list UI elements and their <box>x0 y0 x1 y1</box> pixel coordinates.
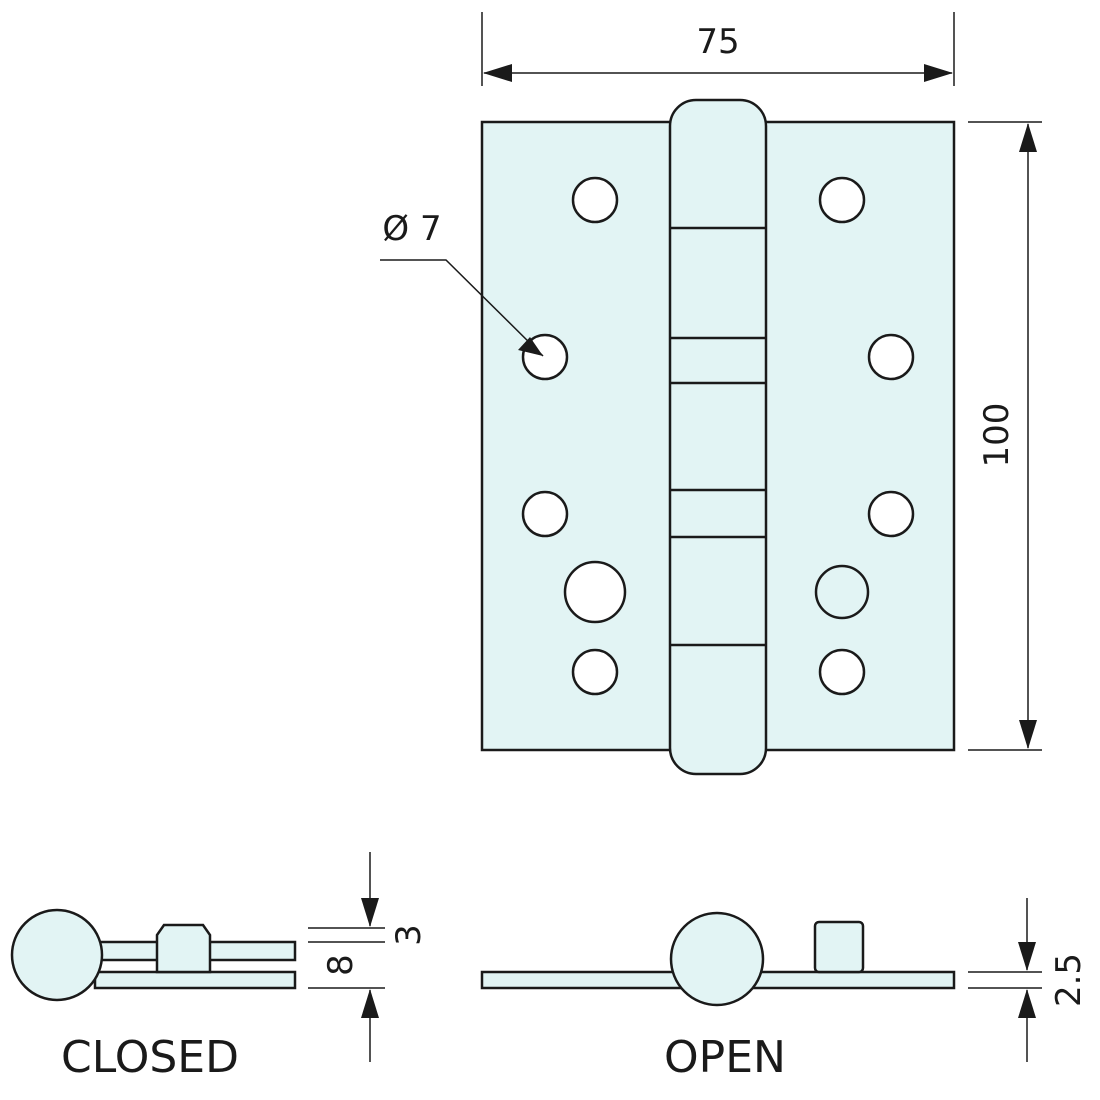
screw-hole <box>521 490 569 538</box>
height-label: 100 <box>977 403 1017 468</box>
width-dimension: 75 <box>481 12 955 86</box>
hole-diameter-callout: Ø 7 <box>380 209 544 357</box>
screw-hole <box>867 333 915 381</box>
arrowhead <box>924 64 953 82</box>
width-label: 75 <box>696 22 739 62</box>
knuckle-barrel <box>669 911 765 1007</box>
open-leaf-label: 2.5 <box>1049 953 1089 1007</box>
closed-dimensions: 8 3 CLOSED <box>61 852 429 1083</box>
arrowhead <box>1019 123 1037 152</box>
screw-hole <box>571 648 619 696</box>
closed-view <box>10 908 297 1002</box>
arrowhead <box>1019 720 1037 749</box>
open-view <box>480 911 956 1007</box>
closed-caption: CLOSED <box>61 1032 239 1083</box>
knuckle-barrel <box>10 908 104 1002</box>
stud <box>813 920 865 974</box>
arrowhead <box>361 898 379 927</box>
closed-leaf-label: 3 <box>389 924 429 946</box>
hole-diameter-label: Ø 7 <box>382 209 441 249</box>
screw-hole <box>867 490 915 538</box>
screw-hole <box>818 176 866 224</box>
security-stud <box>814 564 870 620</box>
leaf-bottom <box>93 970 297 990</box>
arrowhead <box>518 337 543 356</box>
arrowhead <box>1018 989 1036 1018</box>
arrowhead <box>361 989 379 1018</box>
front-view <box>480 98 956 776</box>
arrowhead <box>1018 942 1036 971</box>
arrowhead <box>483 64 512 82</box>
height-dimension: 100 <box>968 121 1042 751</box>
closed-thickness-label: 8 <box>321 954 361 976</box>
screw-hole <box>571 176 619 224</box>
open-dimensions: 2.5 OPEN <box>664 898 1089 1083</box>
hinge-knuckle <box>668 98 768 776</box>
open-caption: OPEN <box>664 1032 786 1083</box>
leader-line <box>380 259 544 357</box>
stud <box>155 923 212 974</box>
large-hole <box>563 560 627 624</box>
screw-hole <box>818 648 866 696</box>
